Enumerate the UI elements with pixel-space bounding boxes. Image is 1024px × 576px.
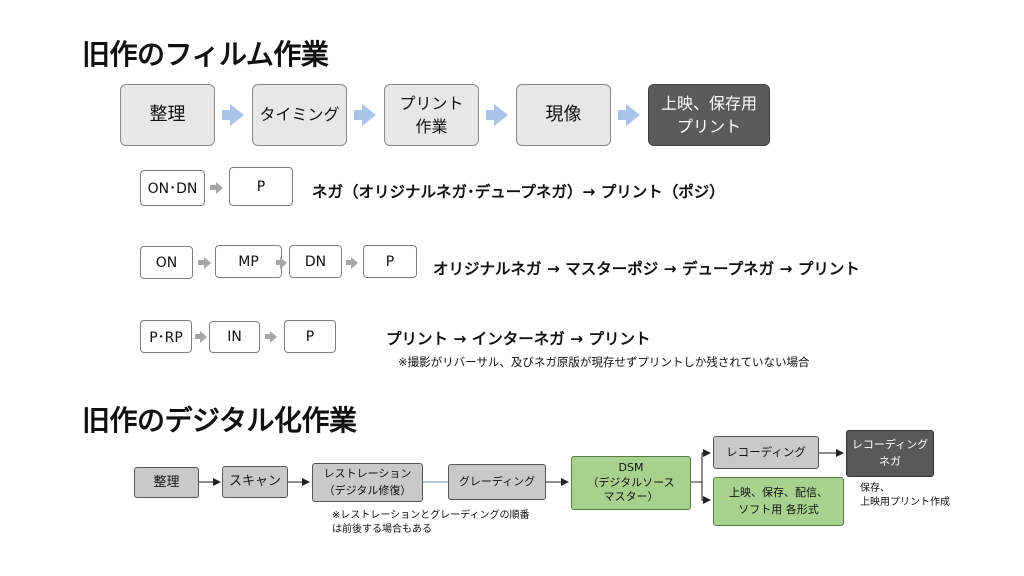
flow2-box-mp: MP <box>215 245 282 278</box>
film-step-develop: 現像 <box>516 84 611 146</box>
flow2-arrow-3 <box>351 257 358 269</box>
digital-box-scan: スキャン <box>222 466 288 498</box>
flow2-box-on: ON <box>140 246 193 279</box>
digital-box-recording-negative: レコーディング ネガ <box>846 430 934 477</box>
flow2-arrow-2 <box>280 257 287 269</box>
flow2-arrow-2-tail <box>276 260 282 265</box>
flow3-arrow-2-tail <box>265 334 271 339</box>
flow3-arrow-1-tail <box>195 334 201 339</box>
connector-dsm-formats <box>701 482 711 504</box>
flow1-arrow <box>216 182 223 194</box>
connector-dsm-recording <box>691 449 711 483</box>
digital-box-formats: 上映、保存、配信、 ソフト用 各形式 <box>713 477 844 526</box>
flow2-box-dn: DN <box>289 245 342 278</box>
digital-box-dsm: DSM （デジタルソース マスター） <box>571 456 691 510</box>
film-step-timing: タイミング <box>252 84 347 146</box>
flow3-box-in: IN <box>209 321 260 353</box>
flow3-box-p-rp: P･RP <box>140 320 192 353</box>
flow2-arrow-1-tail <box>198 260 205 265</box>
film-step-release-print: 上映、保存用 プリント <box>648 84 770 146</box>
film-step-print-work: プリント 作業 <box>384 84 479 146</box>
film-arrow-1-tail <box>222 110 231 120</box>
flow1-box-p: P <box>229 167 293 206</box>
film-section-title: 旧作のフィルム作業 <box>82 38 329 71</box>
digital-section-title: 旧作のデジタル化作業 <box>82 404 357 437</box>
film-step-organize: 整理 <box>120 84 215 146</box>
film-note: ※撮影がリバーサル、及びネガ原版が現存せずプリントしか残されていない場合 <box>398 355 810 369</box>
flow3-box-p: P <box>284 320 336 353</box>
flow3-arrow-1 <box>200 331 207 343</box>
digital-side-note: 保存、 上映用プリント作成 <box>860 483 950 508</box>
film-arrow-1 <box>230 104 244 126</box>
flow2-box-p: P <box>363 245 417 278</box>
digital-box-organize: 整理 <box>134 467 199 498</box>
digital-box-recording: レコーディング <box>713 436 819 469</box>
flow3-arrow-2 <box>270 331 277 343</box>
flow1-description: ネガ（オリジナルネガ･デュープネガ）→ プリント（ポジ） <box>312 183 725 201</box>
flow2-description: オリジナルネガ → マスターポジ → デュープネガ → プリント <box>433 260 860 278</box>
digital-box-grading: グレーディング <box>448 464 546 500</box>
film-arrow-4-tail <box>618 110 627 120</box>
film-arrow-2 <box>362 104 376 126</box>
film-arrow-4 <box>626 104 640 126</box>
flow1-arrow-tail <box>210 185 217 190</box>
film-arrow-2-tail <box>354 110 363 120</box>
film-arrow-3-tail <box>486 110 495 120</box>
flow2-arrow-3-tail <box>346 260 352 265</box>
flow1-box-on-dn: ON･DN <box>140 170 205 206</box>
digital-box-restoration: レストレーション （デジタル修復） <box>312 463 423 502</box>
digital-order-note: ※レストレーションとグレーディングの順番 は前後する場合もある <box>332 510 530 535</box>
flow3-description: プリント → インターネガ → プリント <box>386 330 651 348</box>
film-arrow-3 <box>494 104 508 126</box>
flow2-arrow-1 <box>204 257 211 269</box>
